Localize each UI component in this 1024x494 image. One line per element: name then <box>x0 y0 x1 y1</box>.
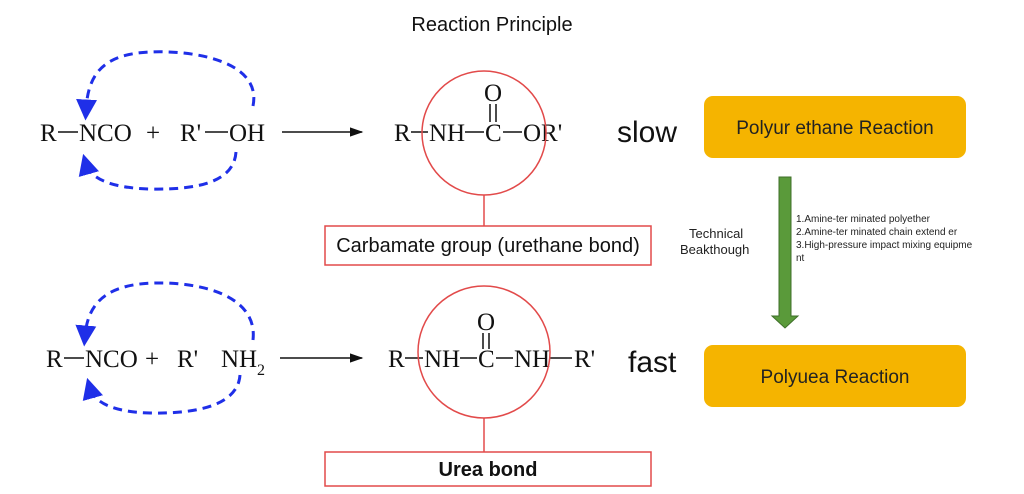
polyurea-reaction-box <box>704 345 966 407</box>
down-arrow <box>770 176 800 329</box>
r-prime-group: R' <box>574 346 595 373</box>
carbon-atom: C <box>485 120 502 147</box>
breakthrough-label: Beakthough <box>680 242 749 257</box>
product-1: R NH C O OR' <box>394 80 562 147</box>
polyurethane-reaction-label: Polyur ethane Reaction <box>736 118 934 139</box>
technical-breakthrough: Technical Beakthough 1.Amine-ter minated… <box>680 176 973 329</box>
nh-group: NH <box>429 120 465 147</box>
reactants-1: R NCO + R' OH <box>40 120 265 147</box>
plus-sign: + <box>145 346 159 373</box>
ester-group: OR' <box>523 120 562 147</box>
reaction-1: R NCO + R' OH R NH C O OR' Carbamate gro… <box>40 50 966 266</box>
breakthrough-note: 3.High-pressure impact mixing equipme <box>796 240 973 251</box>
r-group: R <box>46 346 63 373</box>
electron-transfer-loop-arrow <box>82 374 242 415</box>
r-group: R <box>40 120 57 147</box>
electron-transfer-loop-arrow <box>78 151 238 191</box>
r-group: R <box>394 120 411 147</box>
nh-group: NH <box>424 346 460 373</box>
speed-label-fast: fast <box>628 346 677 379</box>
carbon-atom: C <box>478 346 495 373</box>
carbamate-label: Carbamate group (urethane bond) <box>336 235 640 257</box>
breakthrough-note: 2.Amine-ter minated chain extend er <box>796 227 958 238</box>
reactants-2: R NCO + R' NH 2 <box>46 346 265 379</box>
polyurethane-reaction-box <box>704 96 966 158</box>
plus-sign: + <box>146 120 160 147</box>
page-title: Reaction Principle <box>411 14 572 36</box>
breakthrough-note: 1.Amine-ter minated polyether <box>796 214 931 225</box>
isocyanate-group: NCO <box>85 346 138 373</box>
amine-subscript: 2 <box>257 362 265 379</box>
carbamate-label-box <box>324 225 652 266</box>
speed-label-slow: slow <box>617 116 677 149</box>
breakthrough-note: nt <box>796 253 805 264</box>
r-group: R <box>388 346 405 373</box>
isocyanate-group: NCO <box>79 120 132 147</box>
polyurea-reaction-label: Polyuea Reaction <box>761 367 910 388</box>
r-prime-group: R' <box>177 346 198 373</box>
urea-label: Urea bond <box>439 459 538 481</box>
hydroxyl-group: OH <box>229 120 265 147</box>
breakthrough-label: Technical <box>689 226 743 241</box>
electron-transfer-loop-arrow <box>75 281 255 347</box>
amine-group: NH <box>221 346 257 373</box>
electron-transfer-loop-arrow <box>76 50 256 121</box>
oxygen-atom: O <box>484 80 502 107</box>
r-prime-group: R' <box>180 120 201 147</box>
oxygen-atom: O <box>477 309 495 336</box>
urea-label-box <box>324 451 652 487</box>
nh-group: NH <box>514 346 550 373</box>
product-2: R NH C O NH R' <box>388 309 595 373</box>
reaction-2: R NCO + R' NH 2 R NH C O NH R' Urea <box>46 281 966 487</box>
